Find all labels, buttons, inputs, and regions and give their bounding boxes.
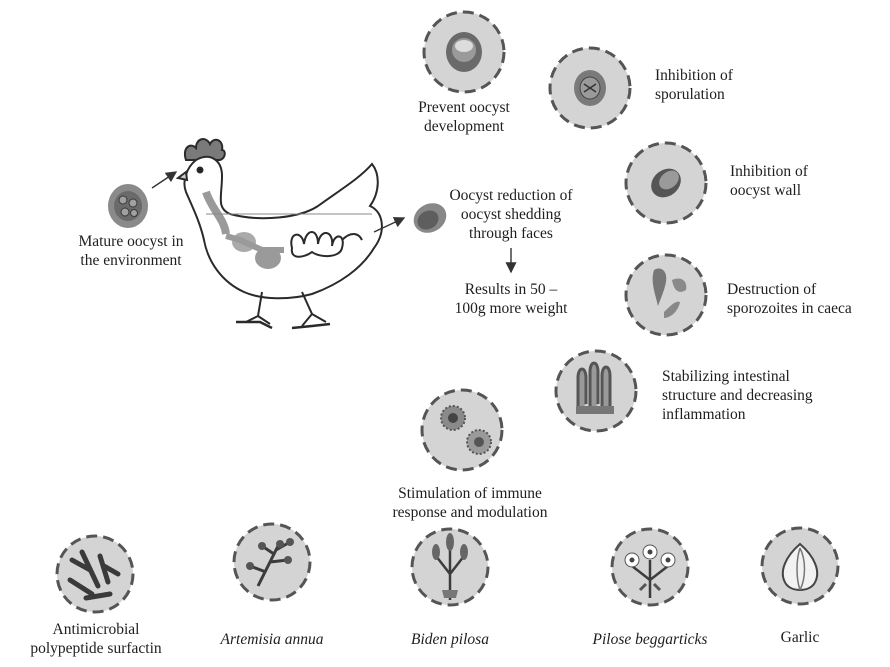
oocyst-reduction-line-1: Oocyst reduction of: [432, 186, 590, 205]
sporulation-label: Inhibition of sporulation: [655, 66, 733, 104]
arrow-to-chicken: [152, 172, 176, 188]
artemisia-circle: [234, 524, 310, 600]
sporulation-circle: [550, 48, 630, 128]
sporozoite-circle: [626, 255, 706, 335]
sporozoite-line-2: sporozoites in caeca: [727, 299, 852, 318]
results-weight-label: Results in 50 – 100g more weight: [436, 280, 586, 318]
surfactin-circle: [57, 536, 133, 612]
sporulation-line-2: sporulation: [655, 85, 733, 104]
biden-label: Biden pilosa: [384, 630, 516, 649]
immune-circle: [422, 390, 502, 470]
oocyst-reduction-line-3: through faces: [432, 224, 590, 243]
results-weight-line-2: 100g more weight: [436, 299, 586, 318]
sporulation-line-1: Inhibition of: [655, 66, 733, 85]
prevent-development-label: Prevent oocyst development: [394, 98, 534, 136]
garlic-label: Garlic: [750, 628, 850, 647]
garlic-circle: [762, 528, 838, 604]
sporozoite-label: Destruction of sporozoites in caeca: [727, 280, 852, 318]
mature-oocyst-icon: [108, 184, 148, 228]
results-weight-line-1: Results in 50 –: [436, 280, 586, 299]
mature-oocyst-label: Mature oocyst in the environment: [56, 232, 206, 270]
immune-line-1: Stimulation of immune: [352, 484, 588, 503]
oocyst-wall-line-2: oocyst wall: [730, 181, 808, 200]
intestinal-line-1: Stabilizing intestinal: [662, 367, 813, 386]
surfactin-label: Antimicrobial polypeptide surfactin: [16, 620, 176, 658]
mature-oocyst-line-2: the environment: [56, 251, 206, 270]
surfactin-line-1: Antimicrobial: [16, 620, 176, 639]
oocyst-wall-line-1: Inhibition of: [730, 162, 808, 181]
intestinal-label: Stabilizing intestinal structure and dec…: [662, 367, 813, 424]
prevent-development-circle: [424, 12, 504, 92]
oocyst-reduction-label: Oocyst reduction of oocyst shedding thro…: [432, 186, 590, 243]
intestinal-line-3: inflammation: [662, 405, 813, 424]
prevent-development-line-2: development: [394, 117, 534, 136]
pilose-label: Pilose beggarticks: [574, 630, 726, 649]
oocyst-wall-label: Inhibition of oocyst wall: [730, 162, 808, 200]
intestinal-line-2: structure and decreasing: [662, 386, 813, 405]
surfactin-line-2: polypeptide surfactin: [16, 639, 176, 658]
artemisia-label: Artemisia annua: [196, 630, 348, 649]
intestinal-circle: [556, 351, 636, 431]
oocyst-reduction-line-2: oocyst shedding: [432, 205, 590, 224]
mature-oocyst-line-1: Mature oocyst in: [56, 232, 206, 251]
immune-label: Stimulation of immune response and modul…: [352, 484, 588, 522]
prevent-development-line-1: Prevent oocyst: [394, 98, 534, 117]
pilose-circle: [612, 529, 688, 605]
biden-circle: [412, 529, 488, 605]
oocyst-wall-circle: [626, 143, 706, 223]
sporozoite-line-1: Destruction of: [727, 280, 852, 299]
immune-line-2: response and modulation: [352, 503, 588, 522]
